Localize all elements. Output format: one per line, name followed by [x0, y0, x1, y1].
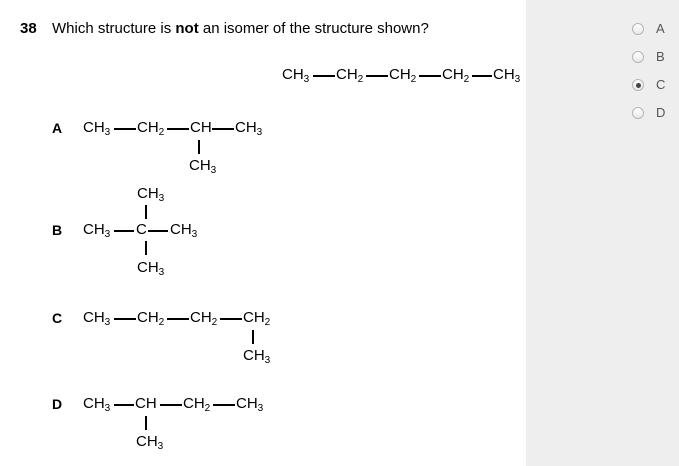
branch-group: CH3 — [243, 347, 271, 366]
bond — [167, 128, 189, 130]
chain-group: CH3 — [83, 119, 111, 138]
bond — [213, 404, 235, 406]
selected-dot — [636, 83, 641, 88]
answer-choice-b[interactable]: B — [632, 49, 672, 69]
radio-button[interactable] — [632, 23, 644, 35]
vertical-bond — [198, 140, 200, 154]
chain-group: CH — [190, 119, 212, 136]
vertical-bond — [145, 241, 147, 255]
chain-group: CH3 — [83, 221, 111, 240]
formula: CH2 — [442, 66, 470, 85]
chain-group: CH3 — [236, 395, 264, 414]
given-group-1: CH3 — [282, 66, 310, 85]
answer-label: D — [656, 105, 666, 120]
chain-group: CH2 — [243, 309, 271, 328]
chain-group: CH — [135, 395, 157, 412]
radio-button-selected[interactable] — [632, 79, 644, 91]
option-letter: C — [52, 310, 63, 326]
bond — [114, 404, 134, 406]
vertical-bond — [252, 330, 254, 344]
answer-choice-a[interactable]: A — [632, 21, 672, 41]
radio-button[interactable] — [632, 51, 644, 63]
question-panel: 38 Which structure is not an isomer of t… — [0, 0, 526, 466]
branch-group: CH3 — [136, 433, 164, 452]
bond — [114, 128, 136, 130]
chain-group: CH2 — [190, 309, 218, 328]
answer-label: C — [656, 77, 666, 92]
bond — [212, 128, 234, 130]
chain-group: CH3 — [170, 221, 198, 240]
chain-group: C — [136, 221, 147, 238]
bond — [419, 75, 441, 77]
branch-group: CH3 — [189, 157, 217, 176]
chain-group: CH3 — [83, 395, 111, 414]
question-emphasis: not — [175, 20, 199, 37]
formula: CH2 — [336, 66, 364, 85]
bond — [220, 318, 242, 320]
given-group-2: CH2 — [336, 66, 364, 85]
bond — [472, 75, 492, 77]
bond — [148, 230, 168, 232]
option-letter: D — [52, 396, 63, 412]
answer-choice-c[interactable]: C — [632, 77, 672, 97]
branch-group: CH3 — [137, 259, 165, 278]
bond — [114, 230, 134, 232]
bond — [114, 318, 136, 320]
chain-group: CH2 — [137, 119, 165, 138]
answer-choice-d[interactable]: D — [632, 105, 672, 125]
question-number: 38 — [20, 20, 37, 37]
vertical-bond — [145, 416, 147, 430]
bond — [160, 404, 182, 406]
bond — [313, 75, 335, 77]
answer-label: B — [656, 49, 665, 64]
answer-label: A — [656, 21, 665, 36]
chain-group: CH3 — [83, 309, 111, 328]
bond — [366, 75, 388, 77]
formula: CH2 — [389, 66, 417, 85]
bond — [167, 318, 189, 320]
formula: CH3 — [282, 66, 310, 85]
chain-group: CH3 — [235, 119, 263, 138]
formula: CH3 — [493, 66, 521, 85]
radio-button[interactable] — [632, 107, 644, 119]
given-group-5: CH3 — [493, 66, 521, 85]
question-text: Which structure is not an isomer of the … — [52, 20, 429, 37]
given-group-3: CH2 — [389, 66, 417, 85]
given-group-4: CH2 — [442, 66, 470, 85]
chain-group: CH2 — [137, 309, 165, 328]
branch-group: CH3 — [137, 185, 165, 204]
chain-group: CH2 — [183, 395, 211, 414]
vertical-bond — [145, 205, 147, 219]
option-letter: A — [52, 120, 63, 136]
option-letter: B — [52, 222, 63, 238]
